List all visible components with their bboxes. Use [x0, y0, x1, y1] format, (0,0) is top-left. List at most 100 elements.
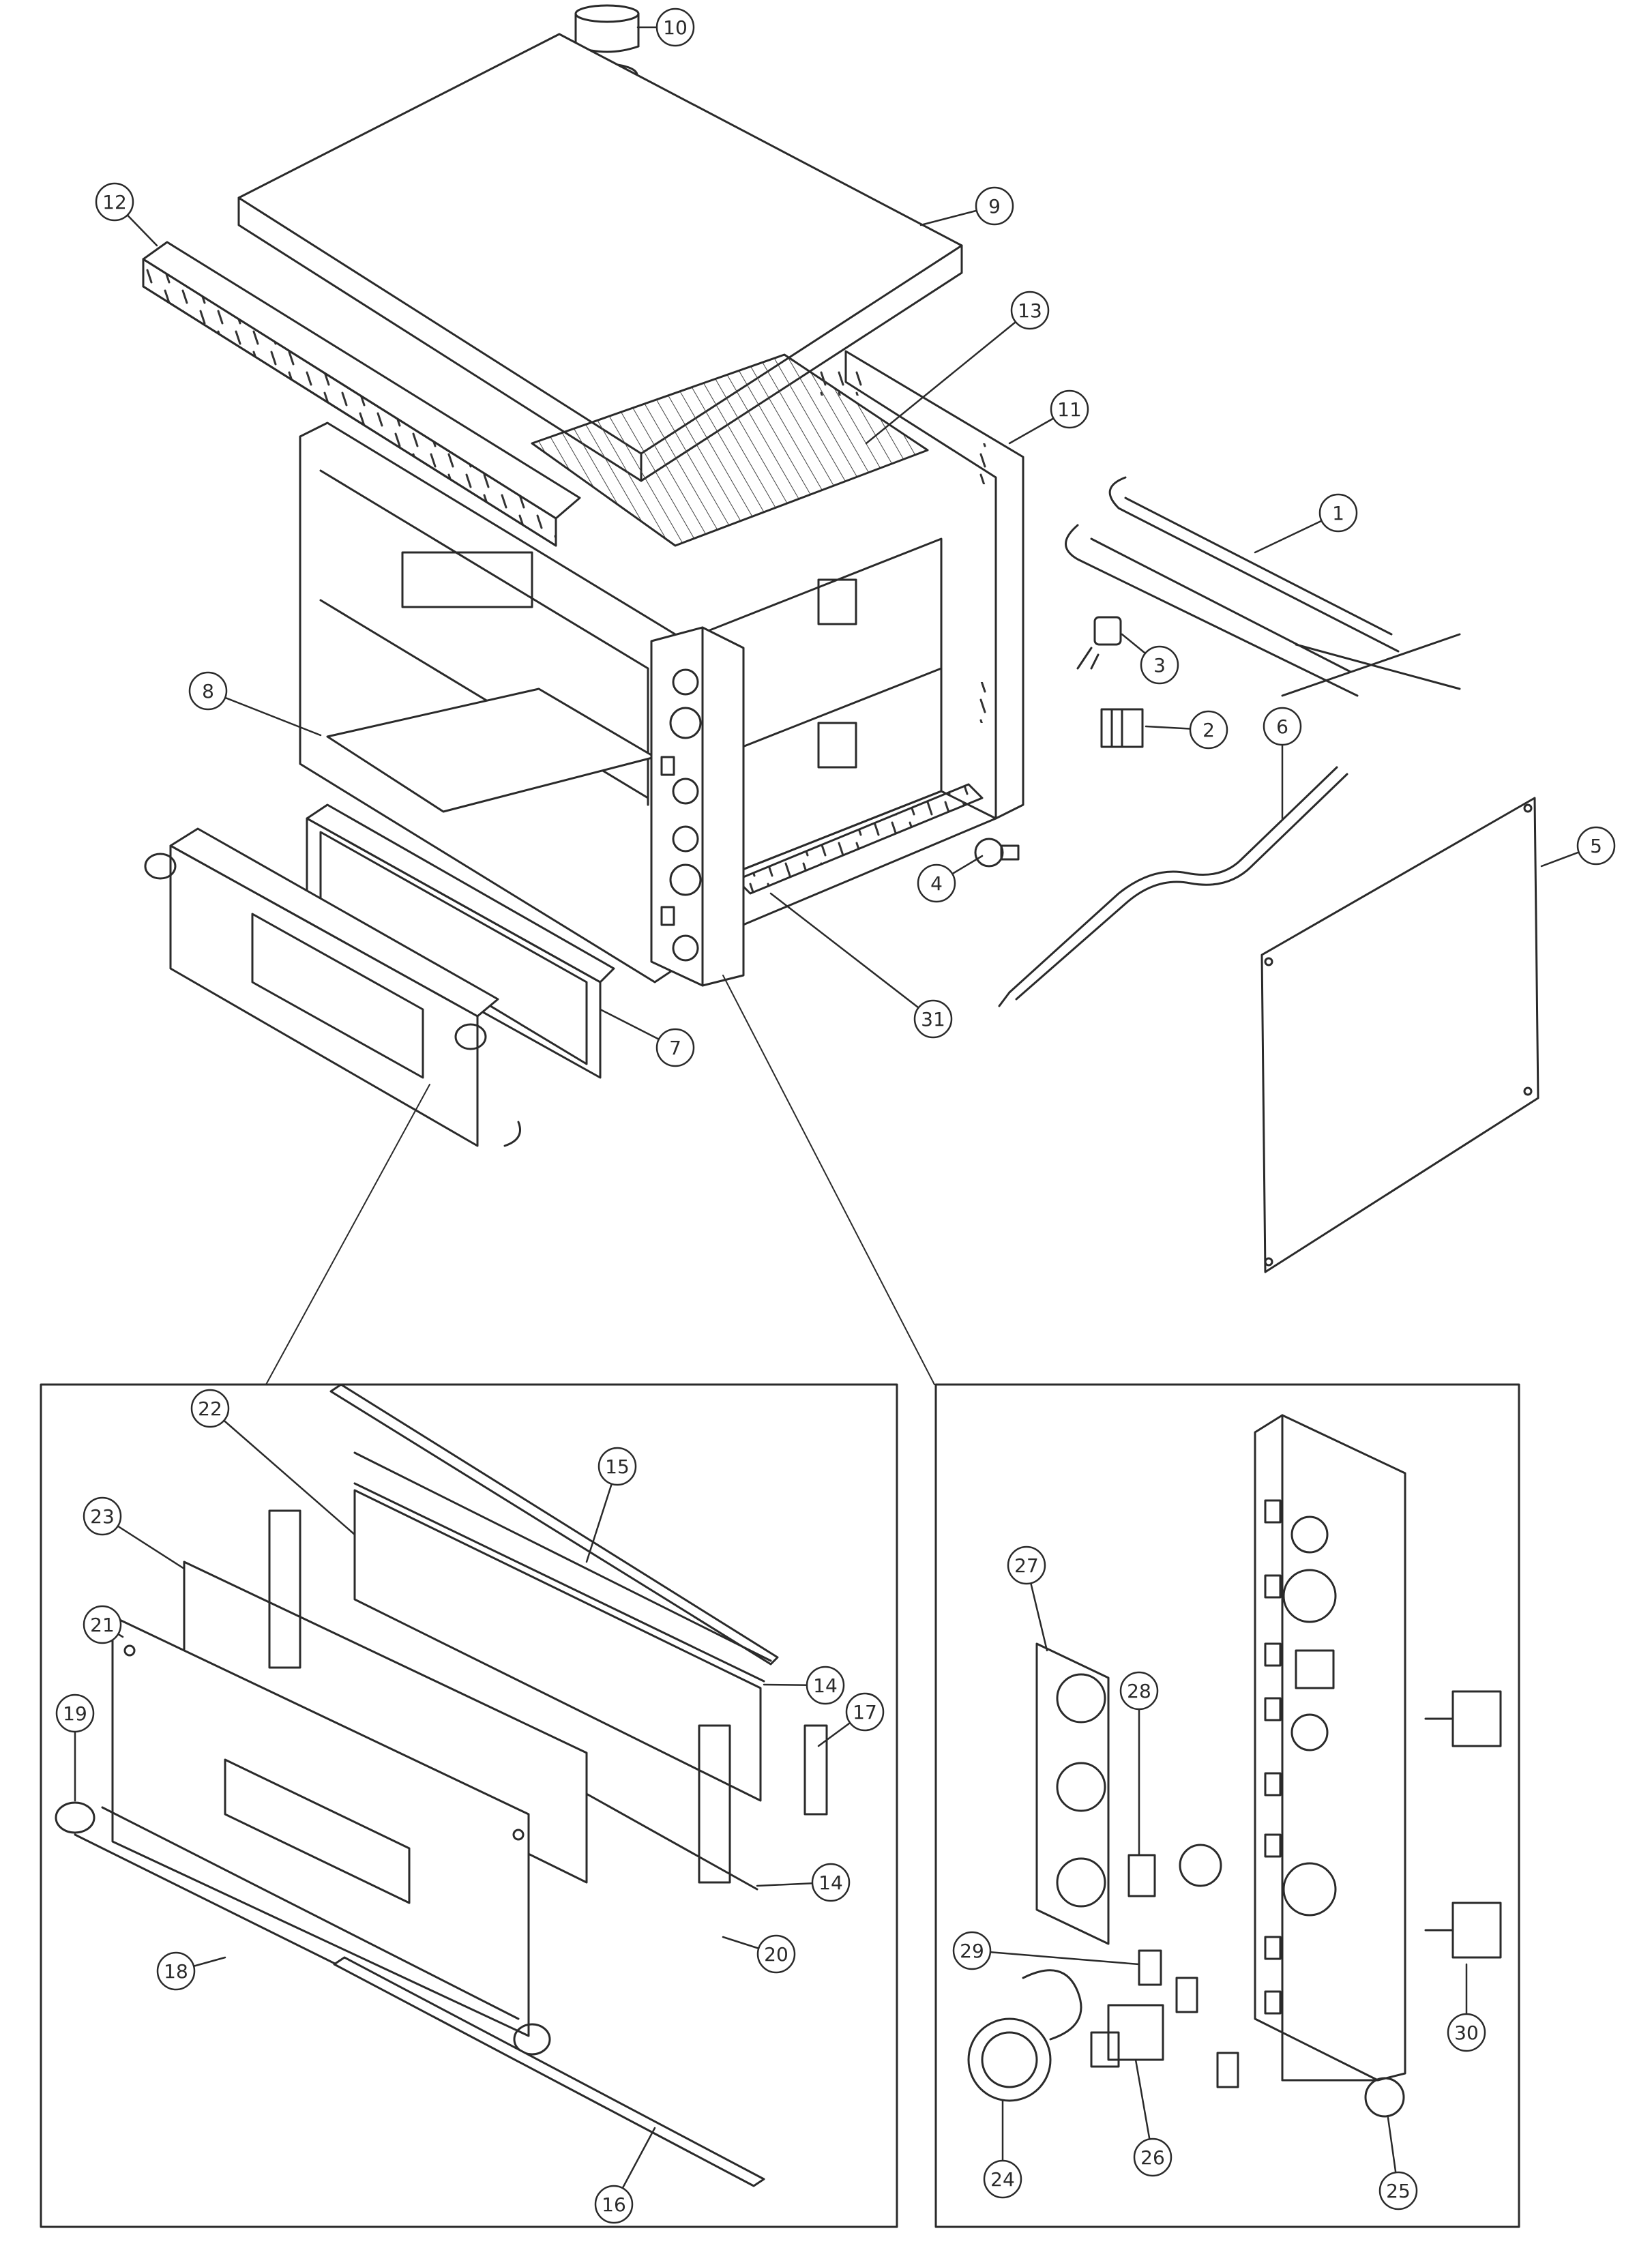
callout-c18: 18 — [156, 1951, 226, 1991]
callout-bubble — [190, 1389, 230, 1428]
control-detail-frame — [934, 1383, 1520, 2228]
callout-number: 28 — [1127, 1680, 1151, 1702]
callout-c30: 30 — [1447, 1963, 1486, 2052]
callout-number: 15 — [605, 1455, 630, 1478]
callout-bubble — [156, 1951, 196, 1991]
side-panel — [1260, 797, 1539, 1273]
callout-c19: 19 — [55, 1694, 95, 1802]
callout-c1: 1 — [1254, 493, 1358, 554]
callout-c17: 17 — [817, 1692, 885, 1747]
callout-number: 2 — [1203, 719, 1215, 741]
callout-number: 21 — [90, 1614, 115, 1636]
front-vent-strip — [142, 241, 581, 547]
leader-line — [971, 1949, 1140, 1966]
callout-bubble — [1576, 826, 1616, 866]
callout-c6: 6 — [1263, 707, 1302, 820]
callout-bubble — [975, 186, 1014, 226]
callout-number: 11 — [1057, 398, 1082, 421]
callout-bubble — [188, 671, 228, 711]
callout-c20: 20 — [722, 1934, 796, 1974]
callout-c21: 21 — [83, 1605, 124, 1644]
control-detail-parts — [967, 1414, 1502, 2118]
callout-number: 20 — [764, 1943, 788, 1966]
callout-c14b: 14 — [756, 1863, 851, 1902]
transformer-part — [1100, 708, 1144, 748]
callout-c8: 8 — [188, 671, 322, 737]
callout-c12: 12 — [95, 182, 158, 247]
callout-number: 23 — [90, 1505, 115, 1528]
power-cable — [998, 766, 1348, 1007]
callout-bubble — [756, 1934, 796, 1974]
callout-c23: 23 — [83, 1496, 186, 1570]
callout-number: 1 — [1332, 502, 1344, 524]
callout-c11: 11 — [1008, 389, 1089, 445]
callout-c22: 22 — [190, 1389, 356, 1536]
callout-c14a: 14 — [763, 1666, 845, 1705]
callout-number: 7 — [669, 1037, 681, 1059]
callout-number: 14 — [818, 1872, 843, 1894]
callout-bubble — [913, 999, 953, 1039]
callout-bubble — [95, 182, 134, 222]
callout-bubble — [594, 2185, 634, 2224]
callout-c15: 15 — [585, 1447, 637, 1563]
callout-number: 12 — [102, 191, 127, 213]
callout-bubble — [55, 1694, 95, 1733]
callout-c7: 7 — [599, 1008, 695, 1067]
callout-number: 4 — [930, 872, 943, 895]
callout-bubble — [1140, 645, 1179, 685]
callout-bubble — [83, 1496, 122, 1536]
callout-bubble — [917, 863, 956, 903]
heating-elements — [1065, 476, 1461, 697]
callout-bubble — [598, 1447, 637, 1486]
callout-bubble — [1007, 1546, 1046, 1585]
callout-c3: 3 — [1121, 633, 1179, 685]
callout-bubble — [1378, 2171, 1418, 2210]
callout-bubble — [1133, 2138, 1172, 2177]
door-assembly — [144, 827, 521, 1147]
callout-number: 14 — [813, 1674, 838, 1697]
control-column — [650, 626, 745, 987]
rotary-knob-part — [974, 838, 1020, 868]
callout-bubble — [1318, 493, 1358, 533]
callout-c31: 31 — [769, 892, 953, 1039]
callout-bubble — [811, 1863, 851, 1902]
callout-number: 9 — [988, 195, 1001, 218]
callout-c5: 5 — [1540, 826, 1616, 868]
callout-bubble — [952, 1931, 992, 1970]
callout-bubble — [655, 1028, 695, 1067]
callout-c25: 25 — [1378, 2116, 1418, 2210]
callout-number: 6 — [1276, 715, 1288, 738]
leader-line — [865, 309, 1031, 445]
door-detail-parts — [55, 1383, 828, 2187]
callout-c24: 24 — [983, 2099, 1022, 2199]
callout-number: 3 — [1153, 654, 1166, 677]
callout-number: 22 — [198, 1397, 222, 1420]
callout-bubble — [845, 1692, 885, 1732]
callout-bubble — [83, 1605, 122, 1644]
callout-number: 24 — [990, 2168, 1015, 2191]
callout-c13: 13 — [865, 291, 1050, 445]
callout-c9: 9 — [919, 186, 1014, 226]
callout-c10: 10 — [636, 8, 695, 47]
callout-number: 27 — [1014, 1554, 1039, 1577]
thermostat-part — [1076, 616, 1122, 670]
oven-cabinet — [299, 350, 1024, 984]
callout-bubble — [1447, 2013, 1486, 2052]
callout-c2: 2 — [1145, 710, 1228, 750]
callout-bubble — [1263, 707, 1302, 746]
callout-bubble — [1010, 291, 1050, 330]
callout-number: 29 — [960, 1940, 984, 1962]
door-gasket — [306, 803, 615, 1079]
callout-bubble — [1189, 710, 1228, 750]
door-detail-frame — [40, 1383, 898, 2228]
callout-number: 17 — [853, 1701, 877, 1724]
callout-number: 16 — [602, 2193, 626, 2216]
callout-number: 10 — [663, 16, 688, 39]
callout-c4: 4 — [917, 855, 984, 903]
callout-number: 26 — [1140, 2146, 1165, 2169]
callout-bubble — [1050, 389, 1089, 429]
callout-bubble — [806, 1666, 845, 1705]
callout-bubble — [655, 8, 695, 47]
leader-line — [207, 690, 322, 737]
